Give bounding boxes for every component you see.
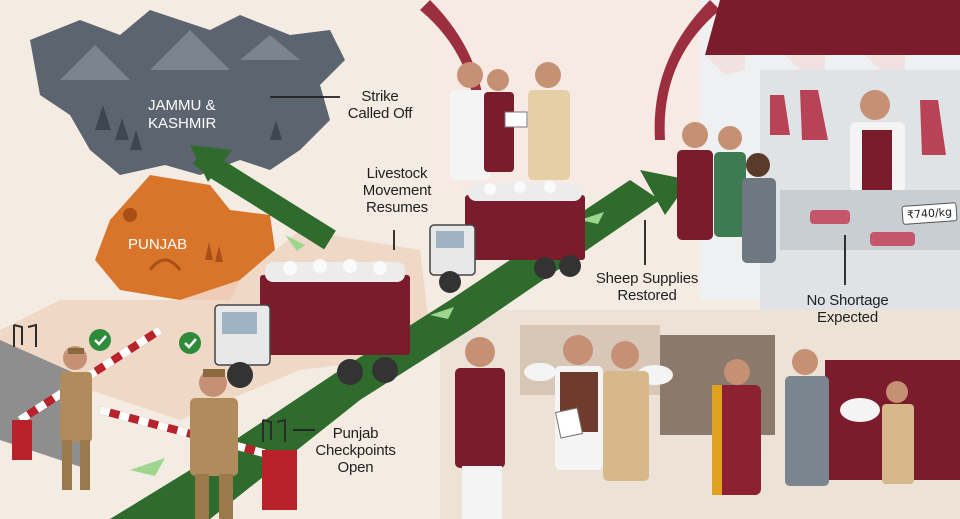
meat-shop [677,0,960,310]
market-traders [455,325,960,519]
callout-lines [270,96,846,431]
callout-sheep-supplies: Sheep Supplies Restored [595,270,699,304]
map-label-jammu-kashmir: JAMMU & KASHMIR [148,97,217,132]
jammu-kashmir-map [30,10,345,175]
price-tag: ₹740/kg [901,202,958,225]
police-officers [60,346,238,519]
officials-handshake [420,0,720,180]
callout-punjab-checkpoints: Punjab Checkpoints Open [315,425,396,476]
callout-strike-called-off: Strike Called Off [347,88,413,122]
gate-icons [13,323,286,442]
punjab-map [95,175,275,300]
livestock-truck-front [214,259,410,388]
map-label-punjab: PUNJAB [128,236,188,253]
callout-no-shortage: No Shortage Expected [806,292,889,326]
callout-livestock-movement: Livestock Movement Resumes [362,165,432,216]
livestock-truck-back [429,181,585,293]
